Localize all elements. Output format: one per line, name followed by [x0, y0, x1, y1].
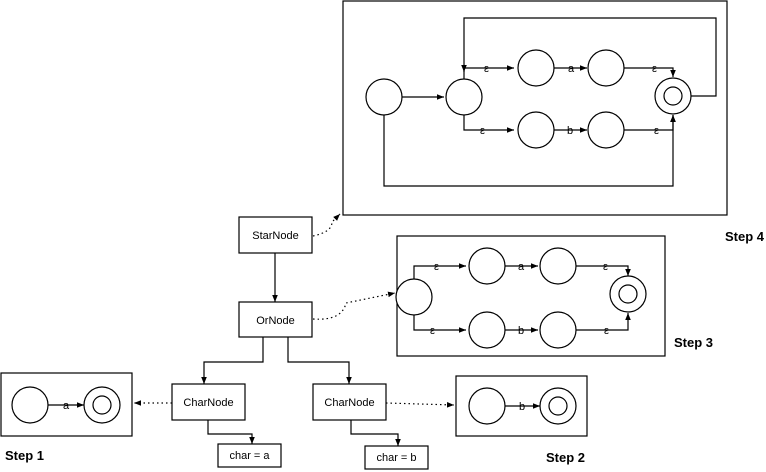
step4-eps-upper-out-edge: [624, 67, 676, 77]
step3-state-lower-1: [468, 311, 506, 349]
step2-frame: b: [455, 375, 588, 437]
step3-eps-label-3: ε: [430, 325, 435, 337]
step2-start-state: [468, 387, 506, 425]
step4-b-label: b: [567, 125, 573, 137]
step4-a-label: a: [568, 63, 575, 75]
step3-state-upper-2: [539, 247, 577, 285]
step3-eps-label-2: ε: [603, 261, 608, 273]
step4-eps-label-4: ε: [654, 125, 659, 137]
step3-state-lower-2: [539, 311, 577, 349]
step4-bypass-edge: [383, 115, 676, 187]
step3-eps-upper-out-edge: [576, 265, 631, 276]
or-node-label: OrNode: [256, 315, 295, 327]
leaf-left-label: char = a: [229, 450, 270, 462]
step2-b-label: b: [519, 401, 525, 413]
step4-eps-lower-out-edge: [624, 115, 676, 131]
step4-start-state: [365, 78, 403, 116]
link-charright-step2: [385, 401, 455, 408]
step1-accept-inner-ring: [92, 395, 112, 415]
step4-eps-label-3: ε: [480, 125, 485, 137]
tree-leaf-left: char = a: [217, 443, 282, 468]
step3-eps-lower-edge: [413, 313, 466, 333]
step3-eps-label-4: ε: [604, 325, 609, 337]
step2-label: Step 2: [546, 450, 585, 465]
tree-node-char-left: CharNode: [171, 383, 246, 421]
tree-edge-charleft-leaf: [207, 420, 255, 444]
step4-state-upper-2: [587, 49, 625, 87]
step1-label: Step 1: [5, 448, 44, 463]
tree-edge-charright-leaf: [350, 420, 401, 446]
char-right-node-label: CharNode: [324, 397, 374, 409]
char-left-node-label: CharNode: [183, 397, 233, 409]
step3-state-upper-1: [468, 247, 506, 285]
step1-a-label: a: [63, 400, 70, 412]
step4-frame: ε a ε ε b ε: [342, 0, 728, 216]
star-node-label: StarNode: [252, 230, 298, 242]
tree-node-char-right: CharNode: [312, 383, 387, 421]
tree-edge-or-charright: [287, 337, 352, 384]
step4-eps-label-2: ε: [652, 63, 657, 75]
step3-eps-upper-edge: [413, 263, 466, 280]
step2-accept-inner-ring: [548, 396, 568, 416]
step1-start-state: [11, 386, 49, 424]
step4-accept-inner-ring: [663, 86, 683, 106]
link-star-step4: [312, 213, 341, 237]
step4-inner-start-state: [445, 78, 483, 116]
step4-eps-upper-edge: [463, 65, 514, 80]
step4-eps-label-1: ε: [484, 63, 489, 75]
leaf-right-label: char = b: [376, 452, 416, 464]
step4-label: Step 4: [725, 229, 765, 244]
step3-a-label: a: [518, 261, 525, 273]
step4-state-lower-1: [517, 111, 555, 149]
step3-eps-lower-out-edge: [576, 313, 631, 331]
tree-node-or: OrNode: [238, 301, 313, 338]
step3-frame: ε a ε ε b ε: [395, 235, 666, 357]
tree-edge-or-charleft: [201, 337, 264, 384]
step4-state-lower-2: [587, 111, 625, 149]
step3-eps-label-1: ε: [434, 261, 439, 273]
step3-start-state: [395, 278, 433, 316]
step1-frame: a: [0, 372, 133, 437]
tree-node-star: StarNode: [238, 216, 313, 254]
step3-accept-inner-ring: [618, 284, 638, 304]
step3-label: Step 3: [674, 335, 713, 350]
tree-leaf-right: char = b: [364, 445, 429, 470]
step3-b-label: b: [518, 325, 524, 337]
step4-state-upper-1: [517, 49, 555, 87]
link-or-step3: [312, 291, 396, 320]
step4-loop-edge: [461, 17, 717, 97]
step4-eps-lower-edge: [463, 115, 514, 133]
